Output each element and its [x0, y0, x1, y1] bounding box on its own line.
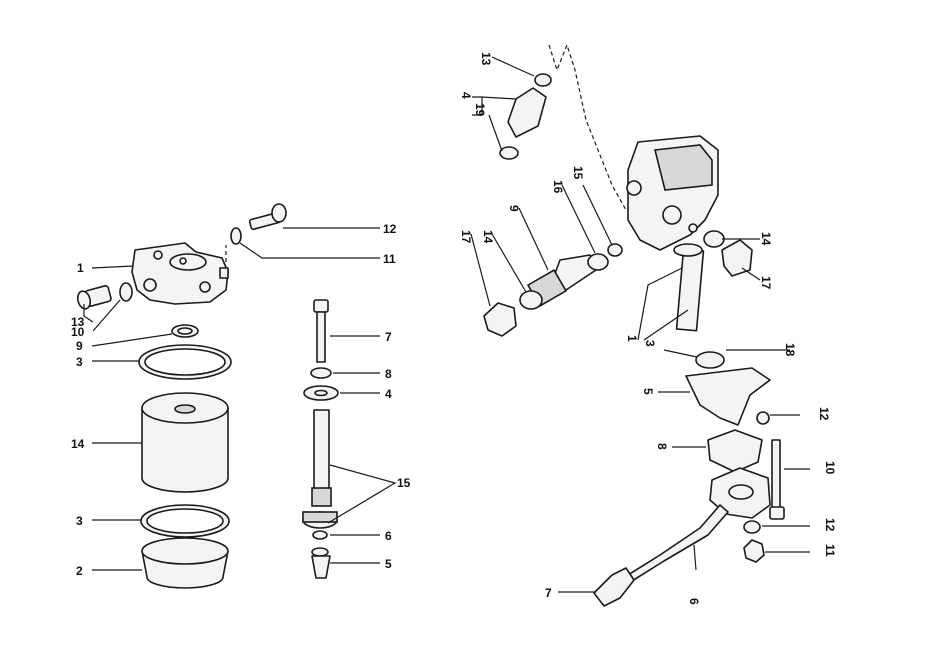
callout-r-17a: 17 [459, 230, 473, 244]
callout-r-17b: 17 [759, 276, 773, 290]
washer-15 [607, 243, 623, 257]
top-fitting [499, 73, 552, 160]
callout-l-13: 13 [71, 315, 85, 329]
cam-8 [707, 429, 763, 473]
callout-m-7: 7 [385, 330, 392, 344]
callout-r-13: 13 [479, 52, 493, 66]
callout-r-3: 3 [643, 340, 657, 347]
filter-element [141, 392, 229, 493]
washer-12-top [756, 411, 770, 425]
callout-l-14: 14 [71, 437, 85, 451]
lever-6 [619, 467, 771, 587]
cover-5 [685, 367, 771, 426]
callout-r-9: 9 [507, 205, 521, 212]
callout-r-7: 7 [545, 586, 552, 600]
callout-m-15: 15 [397, 476, 411, 490]
callout-l-9: 9 [76, 339, 83, 353]
callout-r-11: 11 [823, 544, 837, 557]
callout-r-10: 10 [823, 461, 837, 475]
nut-11 [743, 539, 765, 563]
callout-m-5: 5 [385, 557, 392, 571]
filter-assembly [76, 203, 380, 589]
callout-l-11: 11 [383, 252, 396, 266]
callout-r-18: 18 [783, 343, 797, 357]
washer-8 [310, 367, 332, 379]
bolt-10 [769, 439, 785, 520]
drain-plug-5 [311, 547, 331, 579]
callout-l-12: 12 [383, 222, 397, 236]
callout-r-19: 19 [473, 103, 487, 117]
callout-r-6: 6 [687, 598, 701, 605]
drain-bolt-assembly [302, 299, 397, 579]
filter-bowl [141, 537, 229, 589]
pump-body [626, 135, 719, 251]
bolt-12 [248, 203, 287, 231]
callout-l-10: 10 [71, 325, 85, 339]
callout-r-5: 5 [641, 388, 655, 395]
washer-16 [587, 253, 609, 271]
callout-r-14b: 14 [759, 232, 773, 246]
washer-14-left [519, 290, 543, 310]
callout-m-4: 4 [385, 387, 392, 401]
callout-r-15: 15 [571, 166, 585, 180]
washer-6 [312, 530, 328, 540]
callout-m-8: 8 [385, 367, 392, 381]
callout-r-14a: 14 [481, 230, 495, 244]
tube-15 [302, 409, 338, 529]
callout-l-3b: 3 [76, 514, 83, 528]
nut-17-left [483, 302, 517, 337]
washer-12-bottom [743, 520, 761, 534]
callout-r-4: 4 [459, 92, 473, 99]
callout-labels: 1 13 10 9 3 14 3 2 12 11 7 8 4 15 6 5 13… [71, 52, 837, 605]
knob-7 [593, 567, 635, 607]
washer-10 [119, 282, 133, 302]
callout-l-3a: 3 [76, 355, 83, 369]
callout-r-1: 1 [625, 335, 639, 342]
washer-18 [695, 351, 725, 369]
washer-11 [230, 227, 242, 245]
callout-l-1: 1 [77, 261, 84, 275]
callout-m-6: 6 [385, 529, 392, 543]
callout-l-2: 2 [76, 564, 83, 578]
callout-r-12b: 12 [823, 518, 837, 532]
bolt-7 [313, 299, 329, 363]
banjo-bolt [76, 285, 112, 310]
shaft-1 [673, 243, 705, 332]
callout-r-8: 8 [655, 443, 669, 450]
filter-head [131, 242, 229, 305]
nut-17-right [721, 239, 753, 277]
callout-r-12a: 12 [817, 407, 831, 421]
washer-14-right [703, 230, 725, 248]
fuel-pump-assembly [470, 43, 810, 607]
callout-r-16: 16 [551, 180, 565, 194]
